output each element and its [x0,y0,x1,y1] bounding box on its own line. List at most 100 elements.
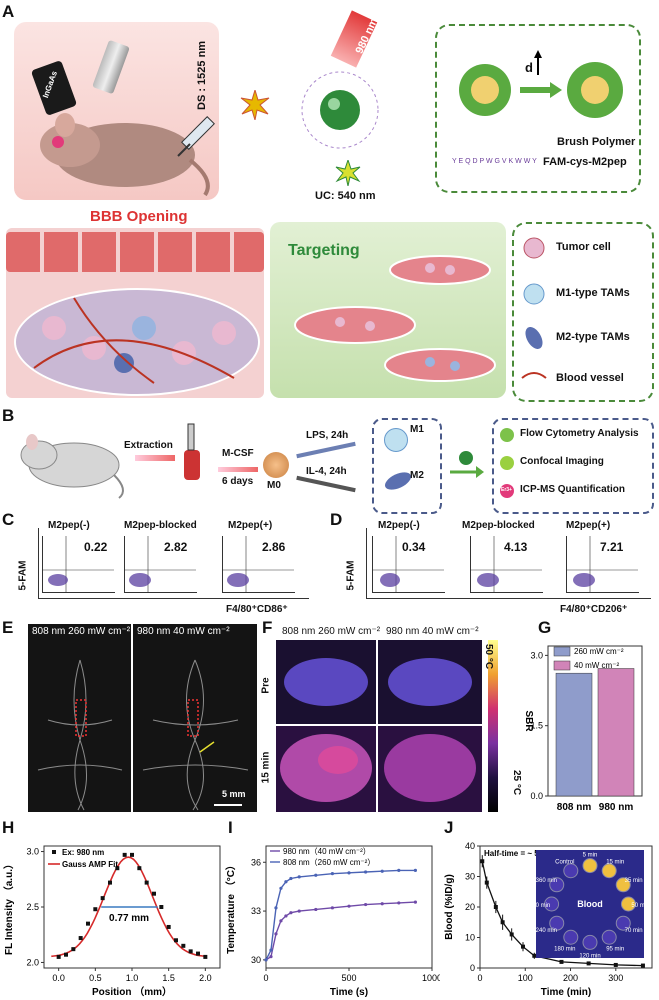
flow-scatter-c [42,536,294,592]
y-tick-label: 30 [465,872,475,882]
inset-sample-well [615,915,631,931]
inset-sample-well [563,863,579,879]
mouse-b-illustration [20,434,124,499]
series-point [314,907,318,912]
data-point [480,859,485,864]
legend-label: Ex: 980 nm [62,848,104,857]
panel-d-title-3: M2pep(+) [566,520,611,531]
ds-wavelength-label: DS : 1525 nm [196,40,208,110]
panel-label-h: H [2,818,15,837]
bar [597,668,635,797]
targeting-label: Targeting [288,242,360,259]
panel-label-j: J [444,818,454,837]
data-point [130,852,134,857]
uc-star-icon [335,160,361,186]
y-tick-label: 2.5 [26,902,39,912]
x-tick-label: 0.5 [89,973,102,983]
panel-c-title-2: M2pep-blocked [124,520,197,531]
series-point [274,932,278,936]
panel-d-value-3: 7.21 [600,540,624,554]
inset-sample-well [582,858,598,874]
legend-tumor-cell: Tumor cell [556,241,611,253]
panel-f-label-980: 980 nm 40 mW cm⁻² [386,626,479,637]
data-point [122,852,127,857]
x-tick-label: 200 [563,973,578,983]
inset-sample-well [620,896,636,912]
confocal-icon [500,456,514,470]
series-point [380,902,384,906]
panel-e-scale-bar: 5 mm [222,789,246,799]
y-axis-label: SBR [523,710,534,732]
inset-center-label: Blood [577,899,603,909]
inset-sample-label: 240 min [536,928,557,934]
series-point [274,906,278,910]
series-line [265,901,416,961]
assay-box [492,418,654,514]
panel-d-title-1: M2pep(-) [378,520,420,531]
panel-d-xlabel: F4/80⁺CD206⁺ [560,604,628,615]
panel-label-d: D [330,510,343,529]
y-tick-label: 2.0 [26,957,39,967]
inset-sample-well [563,929,579,945]
er-symbol-icon [500,484,514,498]
inset-sample-label: 180 min [554,947,575,953]
data-point [144,880,149,885]
y-tick-label: 40 [465,841,475,851]
y-axis-label: Blood (%ID/g) [444,874,455,940]
y-tick-label: 33 [251,906,261,916]
arrow-b1 [135,455,175,461]
data-point [166,924,171,929]
assay-flow: Flow Cytometry Analysis [520,428,639,439]
panel-d-value-1: 0.34 [402,540,426,554]
y-axis-label: Temperature （°C） [224,860,237,954]
data-point [64,952,68,957]
panel-d-ylabel: 5-FAM [345,560,357,591]
series-point [269,948,273,952]
panel-c-axis [38,528,309,599]
panel-c-value-3: 2.86 [262,540,286,554]
inset-sample-well [615,877,631,893]
x-axis-label: Time (min) [541,987,591,998]
series-line [265,869,416,961]
x-tick-label: 0.0 [52,973,65,983]
x-tick-label: 2.0 [199,973,212,983]
flow-scatter-d [372,536,638,592]
series-point [297,909,301,913]
inset-sample-label: 15 min [606,859,624,865]
data-point [203,954,208,959]
mouse-illustration [40,113,210,197]
y-axis-label: FL Intensity （a.u.） [2,859,15,955]
inset-sample-label: 360 min [536,878,557,884]
inset-sample-label: 5 min [583,853,598,859]
legend-blood-vessel: Blood vessel [556,372,624,384]
series-point [364,870,368,874]
inset-sample-label: 95 min [606,947,624,953]
bar [555,672,593,797]
x-tick-label: 1000 [422,973,440,983]
panel-label-b: B [2,406,15,425]
uc-wavelength-label: UC: 540 nm [315,190,376,202]
data-point [559,959,564,964]
arrow-il4 [296,475,356,493]
series-point [284,880,288,884]
inset-sample-well [601,929,617,945]
tumor-cells-illustration [33,297,236,384]
lps-label: LPS, 24h [306,430,349,441]
panel-label-e: E [2,618,14,637]
er-symbol: Er3+ [501,487,512,493]
panel-f-label-808: 808 nm 260 mW cm⁻² [282,626,381,637]
m1-cell-icon [384,428,408,452]
inset-sample-label: 300 min [529,903,550,909]
data-point [484,880,489,885]
fam-peptide-label: FAM-cys-M2pep [543,156,627,168]
bone-syringe-icon [184,423,200,480]
mcsf-label: M-CSF [222,448,254,459]
series-point [380,869,384,873]
series-point [364,902,368,907]
data-point [108,880,112,885]
thermal-mouse-shapes [280,658,476,802]
panel-c-xlabel: F4/80⁺CD86⁺ [226,604,288,615]
extraction-label: Extraction [124,440,173,451]
